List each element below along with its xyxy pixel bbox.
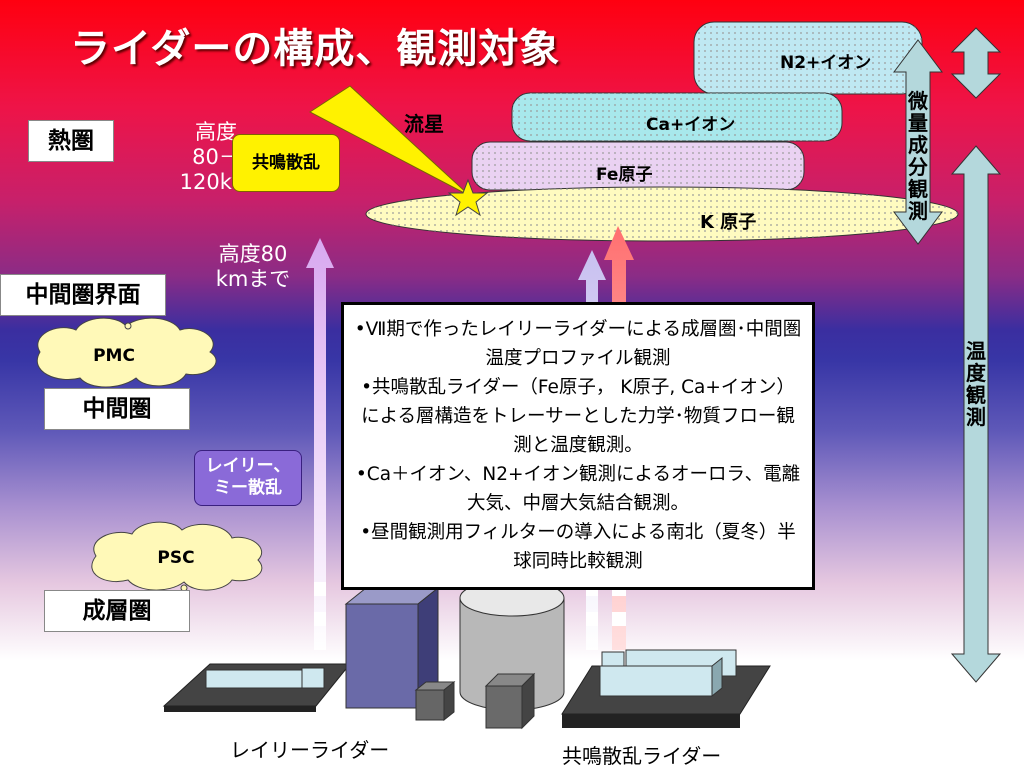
- mesopause-label: 中間圏界面: [0, 274, 166, 316]
- stratosphere-label: 成層圏: [44, 590, 190, 632]
- ca-ion-text: Ca+イオン: [646, 115, 736, 135]
- rayleigh-mie-line-2: ミー散乱: [214, 478, 282, 498]
- altitude-80-line-1: 高度80: [218, 242, 288, 266]
- psc-cloud: [91, 521, 263, 592]
- upper-double-arrow: [950, 27, 1002, 99]
- rayleigh-beam: [306, 238, 334, 650]
- info-bullet-3: •Ca＋イオン、N2+イオン観測によるオーロラ、電離大気、中層大気結合観測。: [355, 464, 801, 514]
- rayleigh-lidar-building: [344, 586, 440, 710]
- info-box: •Ⅶ期で作ったレイリーライダーによる成層圏･中間圏温度プロファイル観測 •共鳴散…: [341, 302, 815, 590]
- temperature-arrow: [950, 145, 1002, 683]
- thermosphere-label: 熱圏: [28, 120, 114, 162]
- vertical-char: 観: [908, 177, 928, 201]
- altitude-80-text: 高度80 kmまで: [198, 242, 308, 292]
- minor-constituent-label: 微量成分観測: [906, 90, 930, 222]
- info-bullet-2: •共鳴散乱ライダー（Fe原子， K原子, Ca+イオン）による層構造をトレーサー…: [361, 377, 795, 456]
- resonance-lidar-platform: [561, 649, 771, 728]
- rayleigh-mie-line-1: レイリー、: [205, 456, 291, 476]
- rayleigh-lidar-caption: レイリーライダー: [230, 738, 390, 762]
- meteor-label: 流星: [404, 112, 444, 136]
- pmc-label: PMC: [93, 346, 135, 366]
- slide-title: ライダーの構成、観測対象: [70, 26, 561, 72]
- vertical-char: 分: [908, 155, 928, 179]
- vertical-char: 測: [908, 199, 928, 223]
- info-bullet-1: •Ⅶ期で作ったレイリーライダーによる成層圏･中間圏温度プロファイル観測: [354, 319, 802, 369]
- meteor-trail: [309, 85, 471, 197]
- rayleigh-lidar-platform: [162, 663, 352, 712]
- temperature-label: 温度観測: [964, 340, 988, 428]
- altitude-thermo-line-1: 高度: [195, 120, 237, 144]
- vertical-char: 温: [966, 339, 986, 363]
- ca-ion-layer: [511, 92, 843, 142]
- vertical-char: 量: [908, 111, 928, 135]
- altitude-thermo-line-2: 80－: [192, 145, 240, 169]
- small-box-1: [414, 680, 456, 722]
- vertical-char: 微: [908, 89, 928, 113]
- psc-label: PSC: [157, 548, 195, 568]
- temperature-text: 温度観測: [964, 340, 988, 428]
- fe-atom-text: Fe原子: [596, 165, 653, 185]
- k-atom-layer: [365, 186, 959, 242]
- meteor-star-icon: [447, 178, 489, 217]
- altitude-80-line-2: kmまで: [215, 267, 291, 291]
- k-atom-text: K 原子: [700, 212, 757, 233]
- n2-ion-layer: [693, 21, 923, 95]
- small-box-2: [484, 672, 536, 730]
- info-bullet-4: •昼間観測用フィルターの導入による南北（夏冬）半球同時比較観測: [360, 522, 796, 572]
- vertical-char: 観: [966, 383, 986, 407]
- minor-constituent-arrow: [893, 39, 943, 245]
- rayleigh-mie-label: レイリー、 ミー散乱: [194, 450, 302, 506]
- mesosphere-label: 中間圏: [44, 388, 190, 430]
- resonance-lidar-caption: 共鳴散乱ライダー: [562, 744, 722, 768]
- vertical-char: 度: [966, 361, 986, 385]
- n2-ion-text: N2+イオン: [780, 53, 872, 73]
- vertical-char: 測: [966, 405, 986, 429]
- vertical-char: 成: [908, 133, 928, 157]
- pmc-cloud: [36, 317, 217, 388]
- fe-atom-layer: [471, 141, 805, 191]
- minor-constituent-text: 微量成分観測: [906, 90, 930, 222]
- resonance-scattering-label: 共鳴散乱: [232, 134, 340, 192]
